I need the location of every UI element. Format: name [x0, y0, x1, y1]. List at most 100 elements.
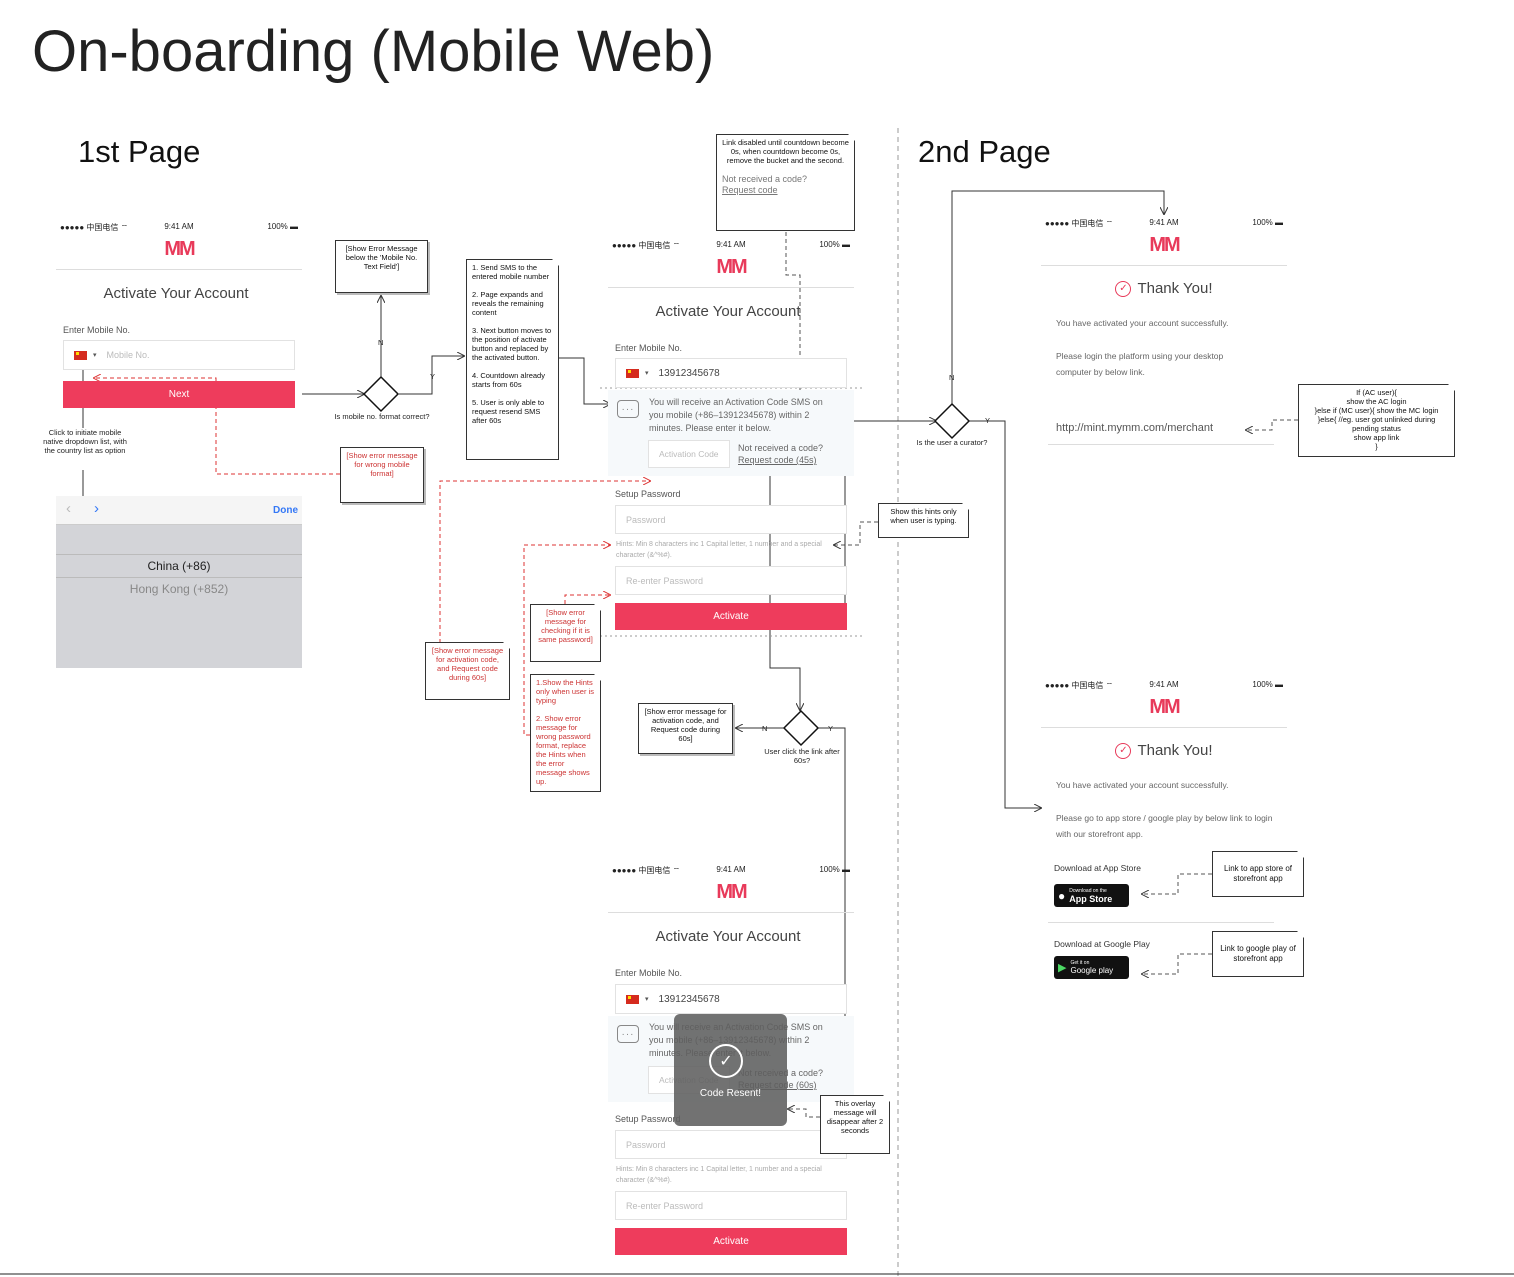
status-time: 9:41 AM: [1149, 680, 1179, 689]
chevron-left-icon[interactable]: ‹: [66, 500, 71, 517]
note-overlay-disappear: This overlay message will disappear afte…: [820, 1095, 890, 1154]
mm-logo: MM: [716, 881, 747, 903]
connector-error-activation: [439, 481, 650, 643]
activation-code-input[interactable]: Activation Code: [648, 440, 730, 468]
mobile-input[interactable]: ▾ 13912345678: [615, 984, 847, 1014]
picker-toolbar: ‹ › Done: [56, 496, 302, 525]
connector-curator-yes: [969, 420, 1041, 808]
activate-button[interactable]: Activate: [615, 603, 847, 630]
screen3-header: ●●●●● 中国电信 ⌔ 9:41 AM 100% ▬ MM: [608, 865, 854, 913]
status-time: 9:41 AM: [716, 240, 746, 249]
chevron-right-icon[interactable]: ›: [94, 500, 99, 517]
connector-hints-rules: [523, 545, 610, 736]
china-flag-icon[interactable]: [74, 350, 87, 360]
note-ac-user: If (AC user){ show the AC login }else if…: [1298, 384, 1455, 457]
note-link-disabled: Link disabled until countdown become 0s,…: [716, 134, 855, 231]
mobile-input-value: 13912345678: [658, 367, 720, 379]
password-input[interactable]: Password: [615, 1130, 847, 1159]
note-link-app-store: Link to app store of storefront app: [1212, 851, 1304, 897]
note-link-google-play: Link to google play of storefront app: [1212, 931, 1304, 977]
screen1-title: Activate Your Account: [103, 285, 249, 302]
picker-option[interactable]: Hong Kong (+852): [129, 582, 229, 596]
merchant-url-link[interactable]: http://mint.mymm.com/merchant: [1056, 422, 1214, 434]
activated-text: You have activated your account successf…: [1056, 318, 1229, 328]
google-small-text: Get it on: [1070, 959, 1090, 966]
battery-indicator: 100% ▬: [1252, 218, 1283, 227]
status-time: 9:41 AM: [164, 222, 194, 231]
check-circle-icon: ✓: [1115, 280, 1132, 297]
battery-indicator: 100% ▬: [819, 240, 850, 249]
password-hint: Hints: Min 8 characters inc 1 Capital le…: [616, 541, 822, 559]
download-divider: [1048, 922, 1274, 923]
note-send-sms: 1. Send SMS to the entered mobile number…: [466, 259, 559, 460]
carrier-signal: ●●●●● 中国电信 ⌔: [612, 241, 681, 250]
battery-indicator: 100% ▬: [267, 222, 298, 231]
app-store-info-text: Please go to app store / google play by …: [1056, 813, 1273, 839]
chevron-down-icon[interactable]: ▾: [645, 370, 649, 377]
decision-mobile-format-label: Is mobile no. format correct?: [334, 412, 430, 421]
password-hint: Hints: Min 8 characters inc 1 Capital le…: [616, 1166, 822, 1184]
connector-sms-to-screen2: [559, 357, 610, 404]
code-resent-overlay: ✓ Code Resent!: [674, 1014, 787, 1126]
connector-ac-user: [1246, 419, 1298, 430]
chevron-down-icon[interactable]: ▾: [645, 996, 649, 1003]
page-title: On-boarding (Mobile Web): [32, 19, 715, 84]
screen3-title: Activate Your Account: [655, 928, 801, 945]
china-flag-icon[interactable]: [626, 368, 639, 378]
mm-logo: MM: [1149, 696, 1180, 718]
connector-google-play: [1142, 953, 1212, 974]
decision-mobile-yes-label: Y: [430, 372, 436, 381]
connector-hints-typing: [834, 521, 878, 545]
activate-button[interactable]: Activate: [615, 1228, 847, 1255]
mobile-input[interactable]: ▾ 13912345678: [615, 358, 847, 388]
connector-link-disabled: [785, 232, 800, 440]
connector-overlay: [788, 1109, 820, 1118]
note-request-code: Request code: [722, 185, 778, 195]
mobile-input[interactable]: ▾ Mobile No.: [63, 340, 295, 370]
connector-decision-yes: [399, 356, 464, 395]
decision-curator: [933, 402, 971, 440]
chevron-down-icon[interactable]: ▾: [93, 352, 97, 359]
picker-done-button[interactable]: Done: [273, 505, 298, 516]
country-picker[interactable]: ‹ › Done China (+86) Hong Kong (+852): [56, 496, 302, 668]
reenter-password-input[interactable]: Re-enter Password: [615, 1191, 847, 1220]
reenter-password-input[interactable]: Re-enter Password: [615, 566, 847, 595]
mobile-label: Enter Mobile No.: [615, 968, 683, 978]
note-not-received: Not received a code?: [722, 174, 808, 184]
note-error-mobile-format: [Show error message for wrong mobile for…: [340, 447, 424, 503]
login-desktop-text: Please login the platform using your des…: [1056, 351, 1224, 377]
note-dropdown: Click to initiate mobile native dropdown…: [43, 428, 127, 455]
note-error-activation: [Show error message for activation code,…: [425, 642, 510, 700]
carrier-signal: ●●●●● 中国电信 ⌔: [1045, 219, 1114, 228]
china-flag-icon[interactable]: [626, 994, 639, 1004]
picker-option-selected[interactable]: China (+86): [56, 554, 302, 578]
url-divider: [1048, 444, 1274, 445]
app-store-big-text: App Store: [1069, 893, 1113, 904]
decision-curator-no-label: N: [949, 373, 955, 382]
mm-logo: MM: [716, 256, 747, 278]
note-hints-typing: Show this hints only when user is typing…: [878, 503, 969, 538]
note-error-same-password: [Show error message for checking if it i…: [530, 604, 601, 662]
battery-indicator: 100% ▬: [819, 865, 850, 874]
carrier-signal: ●●●●● 中国电信 ⌔: [612, 866, 681, 875]
carrier-signal: ●●●●● 中国电信 ⌔: [60, 223, 129, 232]
next-button[interactable]: Next: [63, 381, 295, 408]
status-time: 9:41 AM: [1149, 218, 1179, 227]
decision-mobile-format: [362, 375, 400, 413]
note-error-activation-2: [Show error message for activation code,…: [638, 703, 733, 754]
note-show-error-field: [Show Error Message below the 'Mobile No…: [335, 240, 428, 293]
thankyou1-title-text: Thank You!: [1137, 280, 1213, 297]
battery-indicator: 100% ▬: [1252, 680, 1283, 689]
screen2-title: Activate Your Account: [655, 303, 801, 320]
download-google-play-label: Download at Google Play: [1054, 939, 1150, 949]
decision-mobile-no-label: N: [378, 338, 384, 347]
overlay-text: Code Resent!: [699, 1088, 762, 1099]
carrier-signal: ●●●●● 中国电信 ⌔: [1045, 681, 1114, 690]
mobile-label: Enter Mobile No.: [63, 325, 131, 335]
message-icon: ···: [617, 400, 639, 418]
password-input[interactable]: Password: [615, 505, 847, 534]
request-code-link[interactable]: Request code (45s): [738, 455, 817, 465]
